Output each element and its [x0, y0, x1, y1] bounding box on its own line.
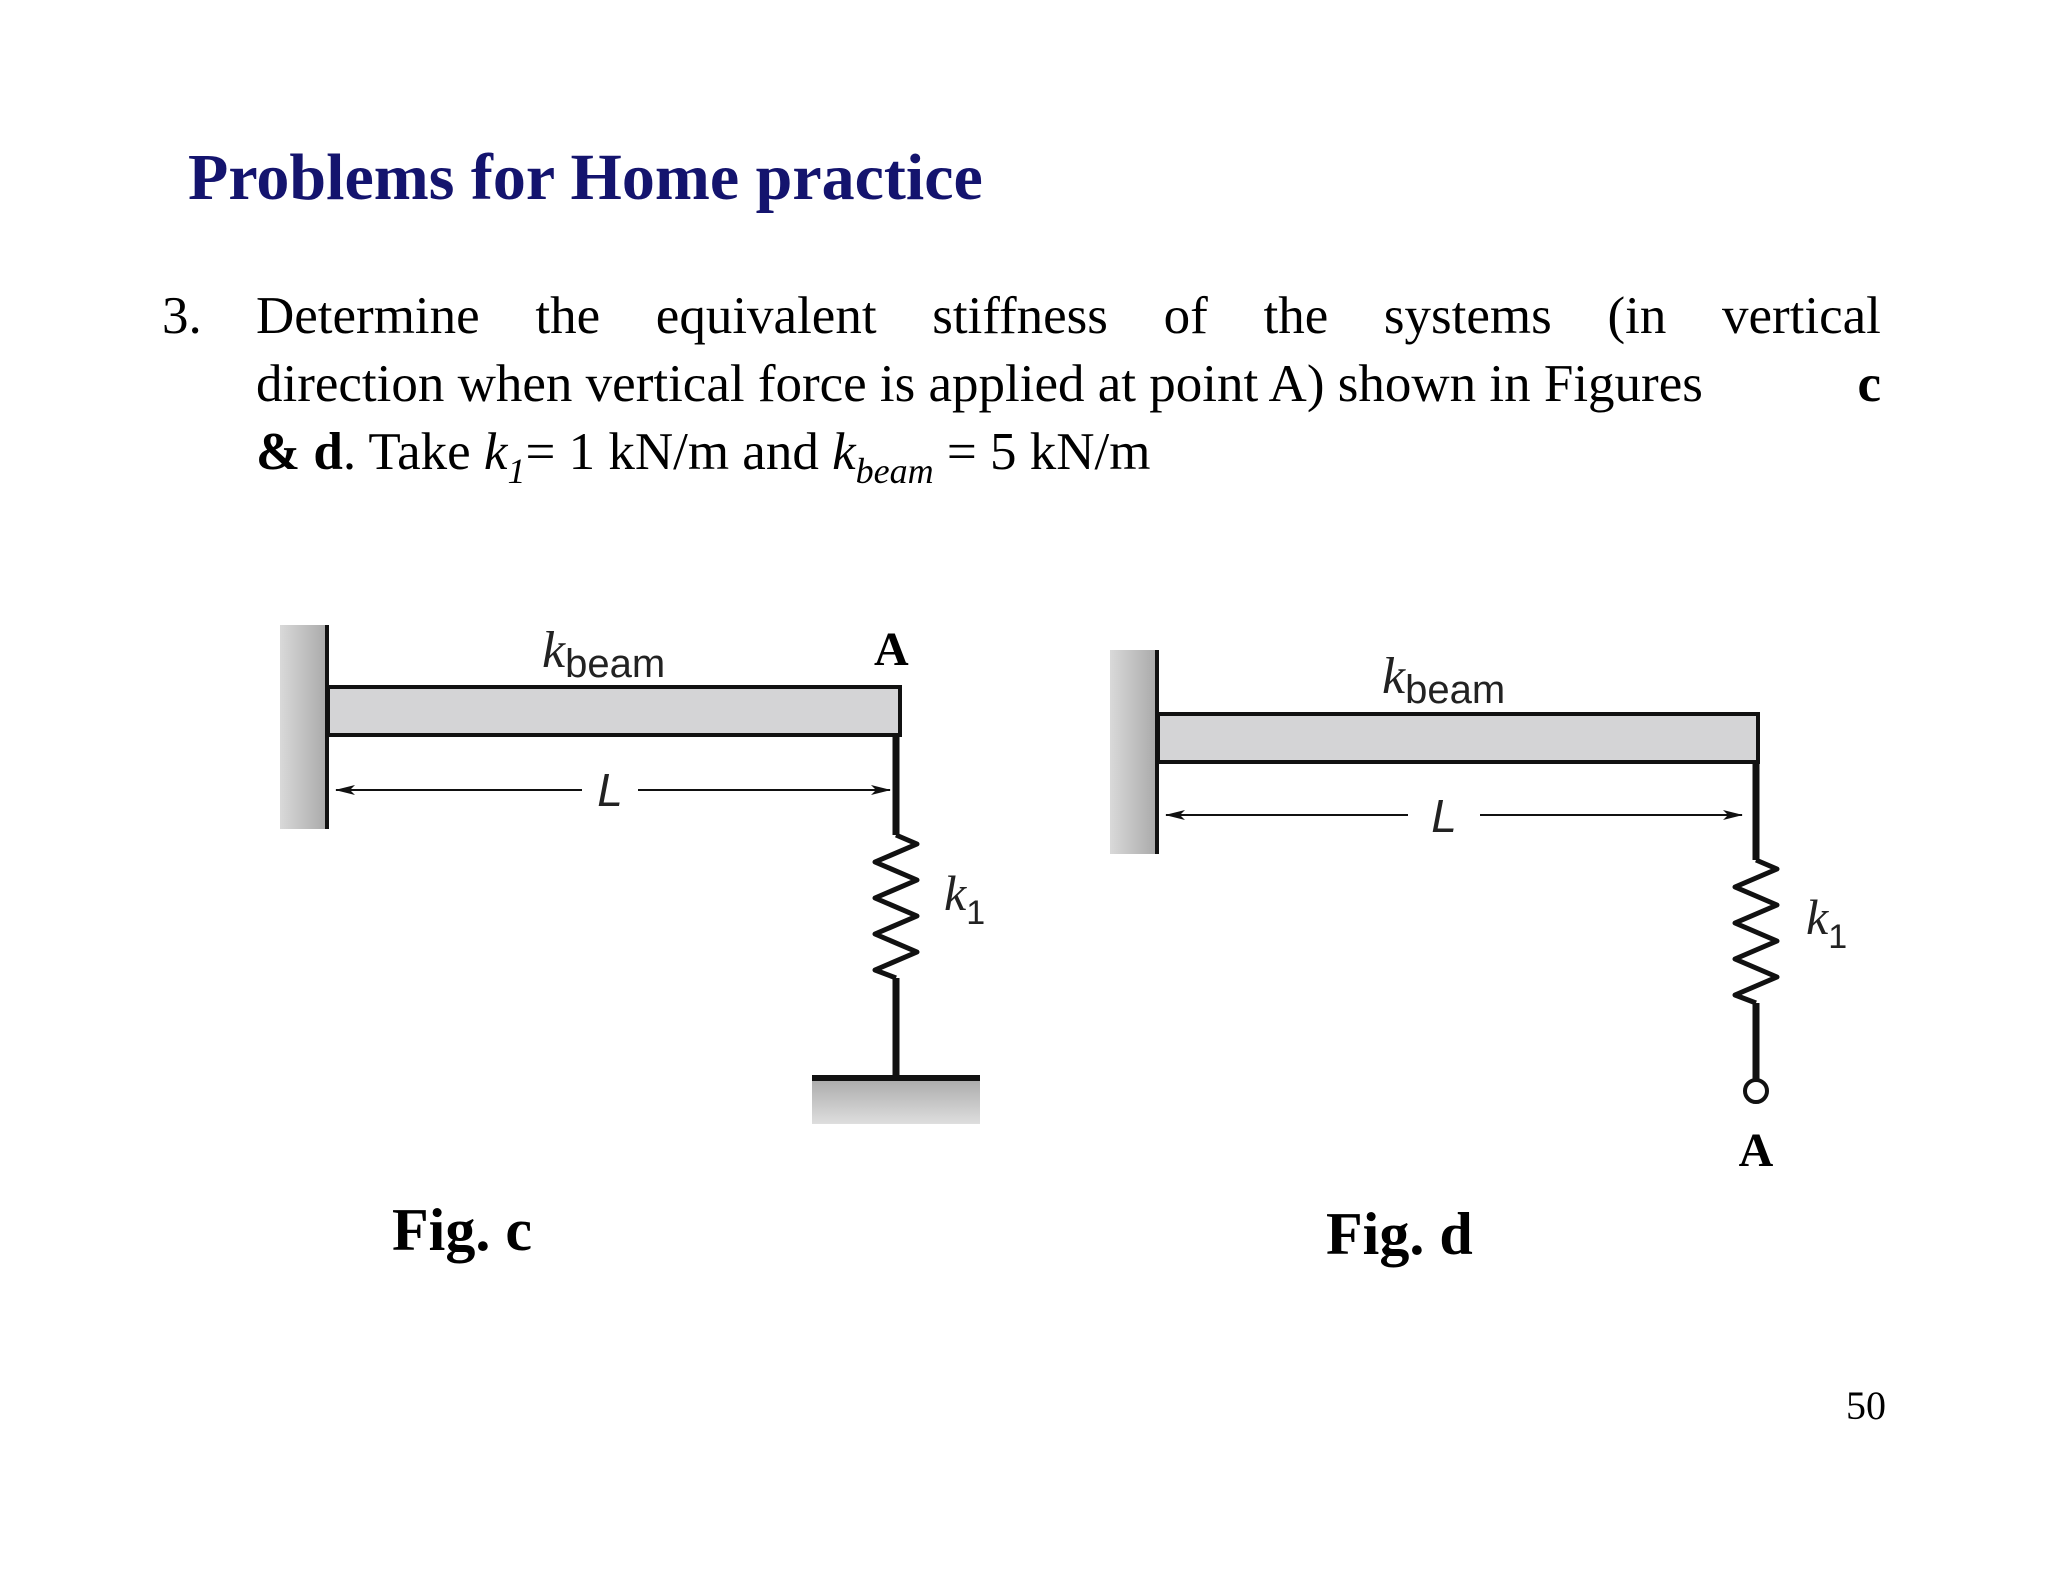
figure-ref-d: d — [313, 423, 343, 481]
k1-value-text: = 1 kN/m and — [525, 423, 833, 481]
word: systems — [1383, 287, 1552, 345]
fig-d-beam-label: kbeam — [1382, 648, 1505, 712]
problem-line-1: Determine the equivalent stiffness of th… — [256, 282, 1881, 350]
fig-c-wall — [280, 625, 327, 829]
fig-d-diagram — [1110, 650, 1780, 1104]
word: the — [1263, 287, 1329, 345]
ampersand: & — [256, 423, 301, 481]
page-number: 50 — [1846, 1383, 1886, 1428]
word: the — [535, 287, 601, 345]
kbeam-symbol: k — [832, 423, 856, 481]
fig-c-length-label: L — [597, 764, 623, 816]
k1-symbol: k — [483, 423, 508, 481]
fig-c-ground — [812, 1078, 980, 1124]
fig-d-point-a-circle — [1743, 1078, 1769, 1104]
fig-d-point-a: A — [1739, 1124, 1774, 1177]
fig-d-spring — [1732, 857, 1780, 1006]
word: (in — [1607, 287, 1667, 345]
problem-line-2: direction when vertical force is applied… — [256, 350, 1881, 418]
word: vertical — [1722, 287, 1881, 345]
word: of — [1163, 287, 1208, 345]
problem-number: 3. — [162, 287, 202, 345]
fig-d-beam — [1156, 712, 1760, 764]
kbeam-subscript: beam — [855, 451, 934, 491]
fig-c-point-a: A — [874, 623, 909, 676]
problem-body: Determine the equivalent stiffness of th… — [256, 282, 1881, 489]
fig-c-beam-label: kbeam — [542, 622, 665, 686]
fig-c-caption: Fig. c — [392, 1197, 532, 1263]
word: equivalent — [655, 287, 877, 345]
problem-line-3: & d. Take k1= 1 kN/m and kbeam = 5 kN/m — [256, 418, 1881, 489]
k1-subscript: 1 — [507, 451, 526, 491]
word: Determine — [256, 287, 480, 345]
line2-text: direction when vertical force is applied… — [256, 355, 1703, 413]
figure-ref-c: c — [1857, 355, 1881, 413]
fig-d-wall — [1110, 650, 1157, 854]
kbeam-value-text: = 5 kN/m — [933, 423, 1151, 481]
fig-d-length-label: L — [1431, 790, 1457, 842]
problem-statement: 3. Determine the equivalent stiffness of… — [162, 282, 1882, 489]
fig-c-spring-label: k1 — [944, 865, 985, 932]
fig-c-diagram — [280, 625, 980, 1124]
fig-c-beam — [326, 685, 902, 737]
fig-c-spring — [872, 832, 920, 981]
word: stiffness — [932, 287, 1108, 345]
take-text: . Take — [342, 423, 484, 481]
page-title: Problems for Home practice — [188, 141, 983, 214]
fig-d-caption: Fig. d — [1326, 1201, 1473, 1267]
fig-d-spring-label: k1 — [1806, 889, 1847, 956]
